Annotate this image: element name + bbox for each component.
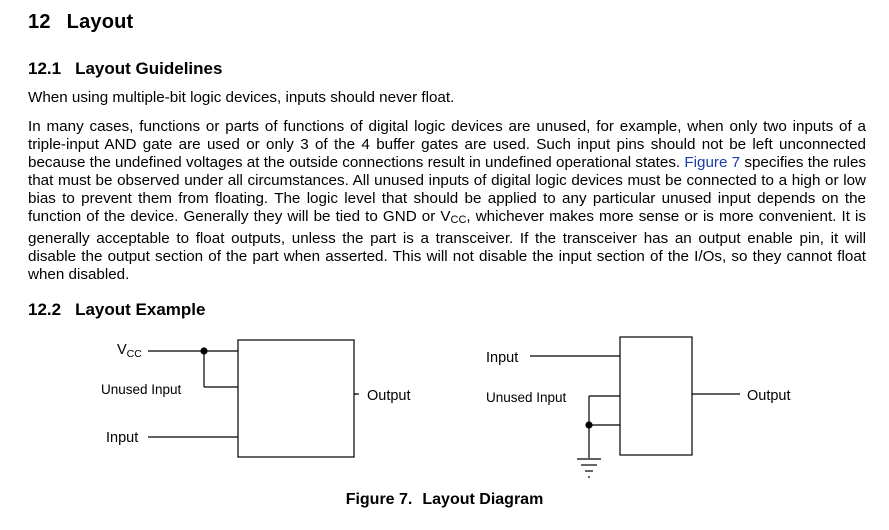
right-device-box [619,336,693,456]
body-paragraph: In many cases, functions or parts of fun… [28,118,866,284]
vcc-subscript: CC [450,214,467,227]
left-output-label: Output [367,388,411,404]
left-input-label: Input [106,430,138,446]
ground-icon [577,458,601,478]
right-input-label: Input [486,350,518,366]
right-unused-input-label: Unused Input [486,390,567,405]
vcc-label: VCC [117,342,142,360]
section-number: 12 [28,11,51,33]
subsection-number: 12.2 [28,300,62,319]
figure-label: Figure 7. [345,491,413,508]
body-text-part-1: In many cases, functions or parts of fun… [28,118,866,172]
right-junction-dot [585,421,593,429]
figure-7-link[interactable]: Figure 7 [684,154,741,172]
section-title: Layout [66,11,134,33]
subsection-title: Layout Guidelines [75,59,223,78]
subsection-heading-guidelines: 12.1 Layout Guidelines [28,59,222,79]
subsection-title: Layout Example [75,300,206,319]
left-device-box [237,339,355,458]
body-text-part-2: specifies the rules that must be observe… [28,154,866,226]
subsection-number: 12.1 [28,59,62,78]
figure-title: Layout Diagram [422,491,544,508]
intro-paragraph: When using multiple-bit logic devices, i… [28,89,455,106]
section-heading: 12 Layout [28,11,133,34]
layout-diagram: VCC Unused Input Input Output Input Unus… [101,336,791,478]
figure-caption: Figure 7. Layout Diagram [0,491,889,509]
left-junction-dot [200,347,208,355]
left-unused-input-label: Unused Input [101,382,182,397]
right-output-label: Output [747,388,791,404]
subsection-heading-example: 12.2 Layout Example [28,300,205,320]
body-text-part-3: , whichever makes more sense or is more … [28,208,866,283]
